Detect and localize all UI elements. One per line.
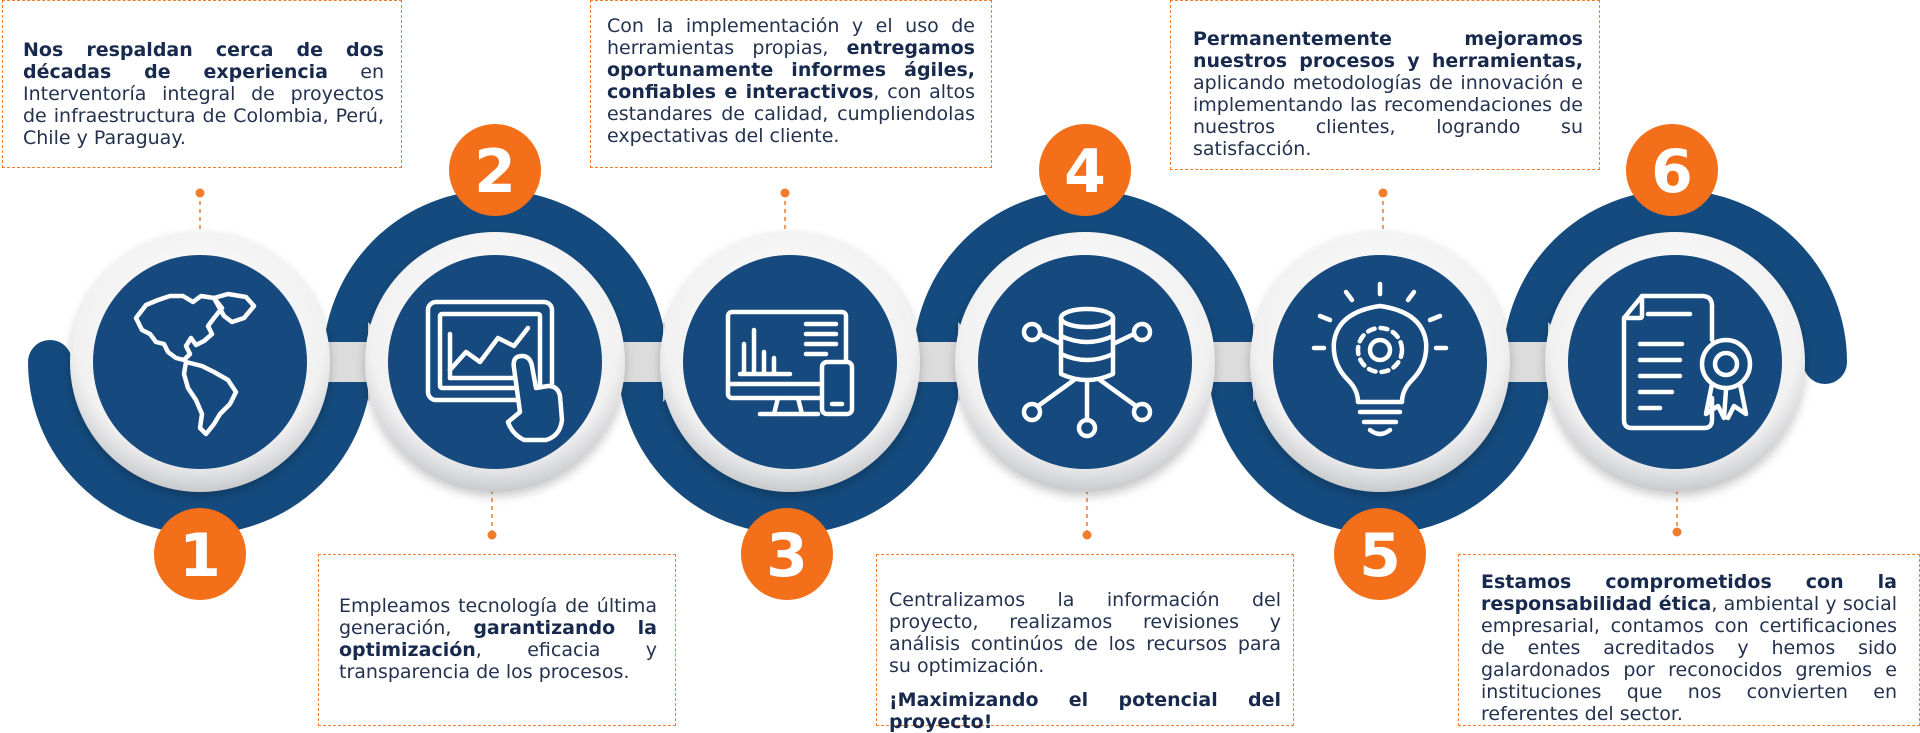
step-1-text: en Interventoría integral de proyectos d… [23,61,384,149]
badge-number-4: 4 [1064,137,1106,207]
badge-number-1: 1 [179,521,221,591]
step-3-bold-text: entregamos oportunamente informes ágiles… [607,37,975,103]
step-2-circle [365,232,625,492]
step-4-text: Centralizamos la información del proyect… [889,589,1281,677]
badge-6: 6 [1626,124,1718,216]
leader-lines [195,188,1682,540]
step-1-bold-text: Nos respaldan cerca de dos décadas de ex… [23,39,384,83]
badge-4: 4 [1039,124,1131,216]
step-6-text: , ambiental y social empresarial, contam… [1481,593,1897,725]
badge-number-6: 6 [1651,137,1693,207]
lightbulb-gear-icon [1311,281,1449,437]
step-3-text-b: , con altos estandares de calidad, cumpl… [607,81,975,147]
badge-1: 1 [154,508,246,600]
touch-screen-chart-icon [425,299,565,443]
badge-number-2: 2 [474,137,516,207]
badge-2: 2 [449,124,541,216]
step-3-text-a: Con la implementación y el uso de herram… [607,15,975,59]
number-badges: 1 2 3 4 5 6 [154,124,1718,600]
step-5-text: aplicando metodologías de innovación e i… [1193,72,1583,160]
step-1-description: Nos respaldan cerca de dos décadas de ex… [2,0,402,168]
step-4-description: Centralizamos la información del proyect… [876,554,1294,733]
database-network-icon [1021,306,1153,439]
step-4-tagline: ¡Maximizando el potencial del proyecto! [889,689,1281,733]
step-2-bold-text: garantizando la optimización [339,617,657,661]
step-2-text-a: Empleamos tecnología de última generació… [339,595,657,639]
badge-3: 3 [741,508,833,600]
step-2-description: Empleamos tecnología de última generació… [318,554,676,726]
step-3-description: Con la implementación y el uso de herram… [590,0,992,168]
step-6-bold-text: Estamos comprometidos con la responsabil… [1481,571,1897,615]
badge-number-3: 3 [766,521,808,591]
step-2-text-b: , eficacia y transparencia de los proces… [339,639,657,683]
step-3-circle [660,232,920,492]
step-1-circle [70,232,330,492]
americas-map-icon [133,291,257,437]
step-5-description: Permanentemente mejoramos nuestros proce… [1170,0,1600,170]
certificate-award-icon [1621,293,1753,431]
badge-5: 5 [1334,508,1426,600]
monitor-dashboard-icon [725,309,855,417]
step-5-bold-text: Permanentemente mejoramos nuestros proce… [1193,28,1583,72]
step-6-description: Estamos comprometidos con la responsabil… [1458,554,1920,726]
badge-number-5: 5 [1359,521,1401,591]
